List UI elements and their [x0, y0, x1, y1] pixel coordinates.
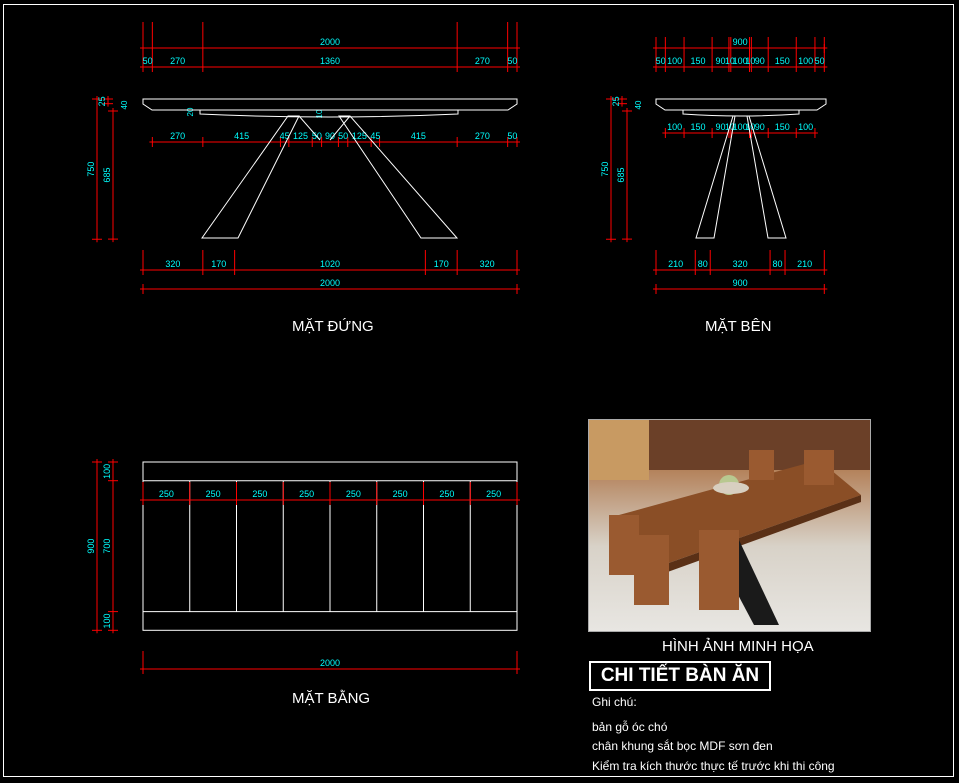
- title-block: CHI TIẾT BÀN ĂN: [589, 661, 771, 691]
- note-item: Kiểm tra kích thước thực tế trước khi th…: [592, 759, 835, 773]
- plan-width-chain-dim-label: 700: [102, 539, 112, 554]
- plan-slat-dim-label: 250: [159, 489, 174, 499]
- side-apron: [682, 110, 800, 117]
- front-apron: [199, 110, 459, 118]
- front-height-dim-label: 750: [86, 162, 96, 177]
- plan-slat-dim-label: 250: [346, 489, 361, 499]
- plan-slat-dim-label: 250: [439, 489, 454, 499]
- side-bottom-dim-label: 210: [668, 259, 683, 269]
- front-mid-dim-label: 45: [280, 131, 290, 141]
- dining-set-image: [589, 420, 870, 625]
- front-overall-bottom-dim-label: 2000: [320, 278, 340, 288]
- front-bottom-dim-label: 320: [165, 259, 180, 269]
- side-leg-right: [746, 115, 787, 239]
- front-apron-label: 40: [120, 100, 129, 109]
- front-top-dim-label: 50: [507, 56, 517, 66]
- front-leg-height-dim-label: 685: [102, 168, 112, 183]
- front-top-dim-label: 50: [143, 56, 153, 66]
- side-mid-dim-label: 150: [691, 122, 706, 132]
- side-mid-dim-label: 90: [755, 122, 765, 132]
- illustration-photo: [588, 419, 871, 632]
- side-overall-dim-label: 900: [733, 37, 748, 47]
- front-mid-dim-label: 270: [475, 131, 490, 141]
- front-mid-dim-label: 50: [507, 131, 517, 141]
- front-view-title: MẶT ĐỨNG: [292, 318, 374, 335]
- plan-overall-width-dim-label: 900: [86, 539, 96, 554]
- note-item: bản gỗ óc chó: [592, 720, 668, 734]
- front-mid-dim-label: 270: [170, 131, 185, 141]
- side-top-dim-label: 10: [745, 56, 755, 66]
- side-mid-dim-label: 100: [667, 122, 682, 132]
- side-top-dim-label: 150: [775, 56, 790, 66]
- side-top-dim-label: 50: [656, 56, 666, 66]
- side-mid-dim-label: 10: [745, 122, 755, 132]
- plan-overall-dim-label: 2000: [320, 658, 340, 668]
- plan-slat-dim-label: 250: [206, 489, 221, 499]
- front-mid-dim-label: 125: [352, 131, 367, 141]
- side-top-dim-label: 100: [798, 56, 813, 66]
- plan-width-chain-dim-label: 100: [102, 464, 112, 479]
- side-bottom-dim-label: 210: [797, 259, 812, 269]
- front-top-dim-label: 1360: [320, 56, 340, 66]
- side-bottom-dim-label: 320: [733, 259, 748, 269]
- front-bottom-dim-label: 170: [211, 259, 226, 269]
- front-mid-dim-label: 415: [411, 131, 426, 141]
- side-height-dim-label: 750: [600, 162, 610, 177]
- side-mid-dim-label: 150: [775, 122, 790, 132]
- side-view-title: MẶT BÊN: [705, 318, 772, 335]
- front-mid-dim-label: 50: [338, 131, 348, 141]
- front-overall-dim-label: 2000: [320, 37, 340, 47]
- side-top-dim-label: 100: [667, 56, 682, 66]
- front-tabletop: [142, 98, 518, 111]
- side-mid-dim-label: 100: [798, 122, 813, 132]
- side-top-thickness-dim-label: 25: [611, 96, 621, 106]
- front-leg-right: [338, 115, 459, 239]
- front-apron-inset-label: 20: [186, 107, 195, 116]
- side-top-dim-label: 50: [815, 56, 825, 66]
- side-apron-label: 40: [634, 100, 643, 109]
- side-tabletop: [655, 98, 827, 111]
- front-bottom-dim-label: 1020: [320, 259, 340, 269]
- side-leg-height-dim-label: 685: [616, 168, 626, 183]
- side-top-dim-label: 150: [691, 56, 706, 66]
- side-mid-dim-label: 100: [733, 122, 748, 132]
- drawing-border: [3, 4, 954, 777]
- front-bottom-dim-label: 320: [480, 259, 495, 269]
- plan-slat-dim-label: 250: [252, 489, 267, 499]
- side-leg-left: [695, 115, 736, 239]
- front-gap-label: 10: [315, 109, 324, 118]
- side-top-dim-label: 90: [716, 56, 726, 66]
- front-top-dim-label: 270: [475, 56, 490, 66]
- illustration-caption: HÌNH ẢNH MINH HỌA: [662, 638, 814, 655]
- front-mid-dim-label: 125: [293, 131, 308, 141]
- plan-slat-dim-label: 250: [393, 489, 408, 499]
- notes-label: Ghi chú:: [592, 695, 637, 709]
- side-bottom-dim-label: 80: [698, 259, 708, 269]
- front-leg-left: [201, 115, 300, 239]
- note-item: chân khung sắt bọc MDF sơn đen: [592, 739, 773, 753]
- plan-tabletop: [142, 461, 518, 631]
- front-mid-dim-label: 45: [370, 131, 380, 141]
- front-top-dim-label: 270: [170, 56, 185, 66]
- front-leg-brace: [298, 115, 321, 141]
- plan-view-title: MẶT BẰNG: [292, 690, 371, 707]
- side-top-dim-label: 10: [725, 56, 735, 66]
- front-leg-brace: [329, 115, 351, 141]
- front-top-thickness-dim-label: 25: [97, 96, 107, 106]
- side-top-dim-label: 100: [733, 56, 748, 66]
- side-mid-dim-label: 90: [716, 122, 726, 132]
- plan-slat-dim-label: 250: [299, 489, 314, 499]
- side-overall-bottom-dim-label: 900: [733, 278, 748, 288]
- side-bottom-dim-label: 80: [773, 259, 783, 269]
- front-mid-dim-label: 415: [234, 131, 249, 141]
- plan-slat-dim-label: 250: [486, 489, 501, 499]
- plan-width-chain-dim-label: 100: [102, 613, 112, 628]
- side-top-dim-label: 90: [755, 56, 765, 66]
- front-bottom-dim-label: 170: [434, 259, 449, 269]
- front-mid-dim-label: 90: [325, 131, 335, 141]
